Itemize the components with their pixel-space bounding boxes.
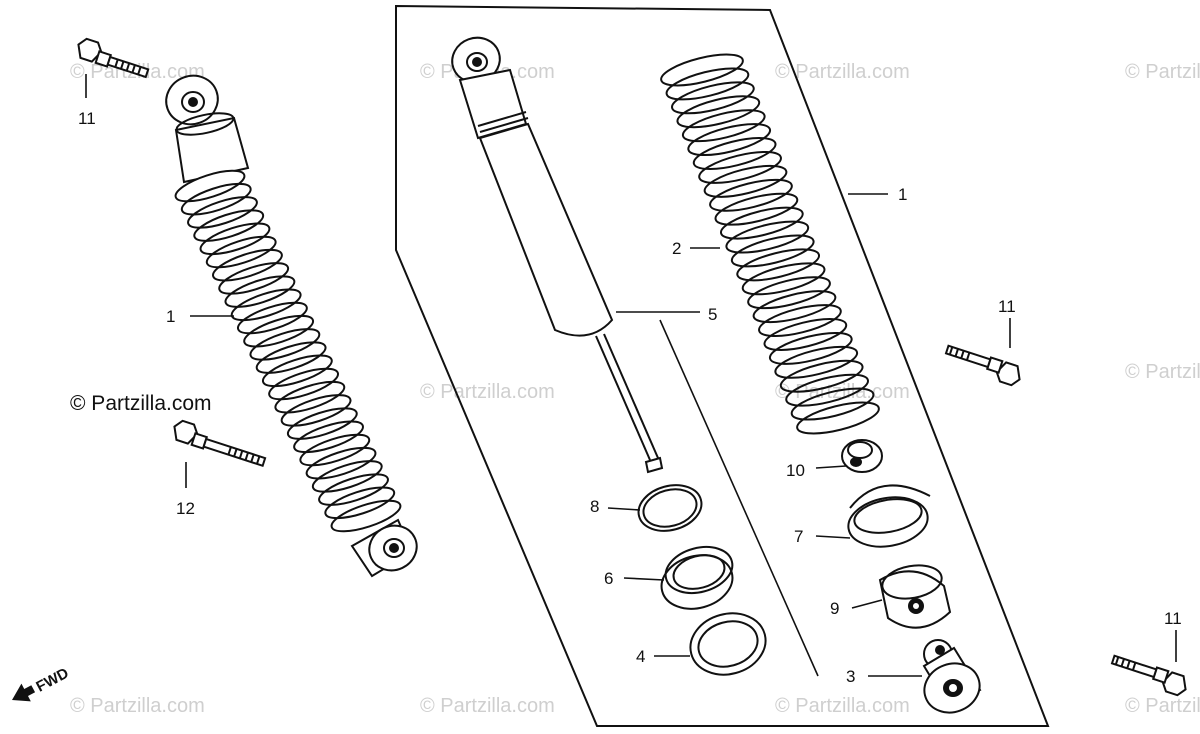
coil-spring [174, 169, 402, 533]
exploded-view-frame [395, 4, 1050, 727]
callout-11-top-left: 11 [78, 109, 96, 128]
callout-8: 8 [590, 497, 599, 516]
bolt-bottom-left [173, 419, 267, 468]
forward-direction-indicator: FWD [12, 665, 72, 702]
callout-4: 4 [636, 647, 645, 666]
rubber-bush [689, 612, 767, 676]
collar [660, 545, 734, 610]
clip [637, 484, 703, 532]
coil-spring-exploded [660, 53, 880, 435]
watermark: © Partzilla.com [420, 695, 555, 717]
watermark: © Partzilla.com [775, 381, 910, 403]
callout-10: 10 [786, 461, 805, 480]
watermark-layer: © Partzilla.com © Partzilla.com © Partzi… [70, 61, 1200, 717]
callout-12: 12 [176, 499, 195, 518]
watermark: © Partzilla.com [775, 61, 910, 83]
copyright-text: © Partzilla.com [70, 392, 212, 415]
watermark: © Partzilla.com [1125, 361, 1200, 383]
callout-7: 7 [794, 527, 803, 546]
watermark: © Partzilla.com [420, 381, 555, 403]
callout-numbers: 11 1 12 1 2 5 11 10 8 7 6 9 4 3 11 [78, 109, 1182, 686]
damper [451, 36, 664, 474]
assembled-shock-absorber [165, 74, 418, 578]
fwd-label: FWD [33, 665, 71, 696]
lower-eye [922, 639, 982, 714]
bolt-top-left [77, 37, 150, 79]
leader-lines [85, 74, 1177, 677]
callout-11-bottom-right: 11 [1164, 609, 1182, 628]
bolt-bottom-right [1110, 654, 1187, 697]
callout-3: 3 [846, 667, 855, 686]
watermark: © Partzilla.com [1125, 61, 1200, 83]
callout-2: 2 [672, 239, 681, 258]
bolt-mid-right [944, 344, 1021, 387]
watermark: © Partzilla.com [775, 695, 910, 717]
spring-seat [847, 484, 931, 548]
watermark: © Partzilla.com [1125, 695, 1200, 717]
lower-joint [878, 564, 952, 629]
watermark: © Partzilla.com [70, 695, 205, 717]
callout-6: 6 [604, 569, 613, 588]
spring-seat-stopper [841, 439, 883, 473]
callout-1-left: 1 [166, 307, 175, 326]
callout-1-assembly: 1 [898, 185, 907, 204]
callout-5: 5 [708, 305, 717, 324]
callout-11-mid-right: 11 [998, 297, 1016, 316]
callout-9: 9 [830, 599, 839, 618]
fwd-arrow-icon [12, 683, 36, 702]
